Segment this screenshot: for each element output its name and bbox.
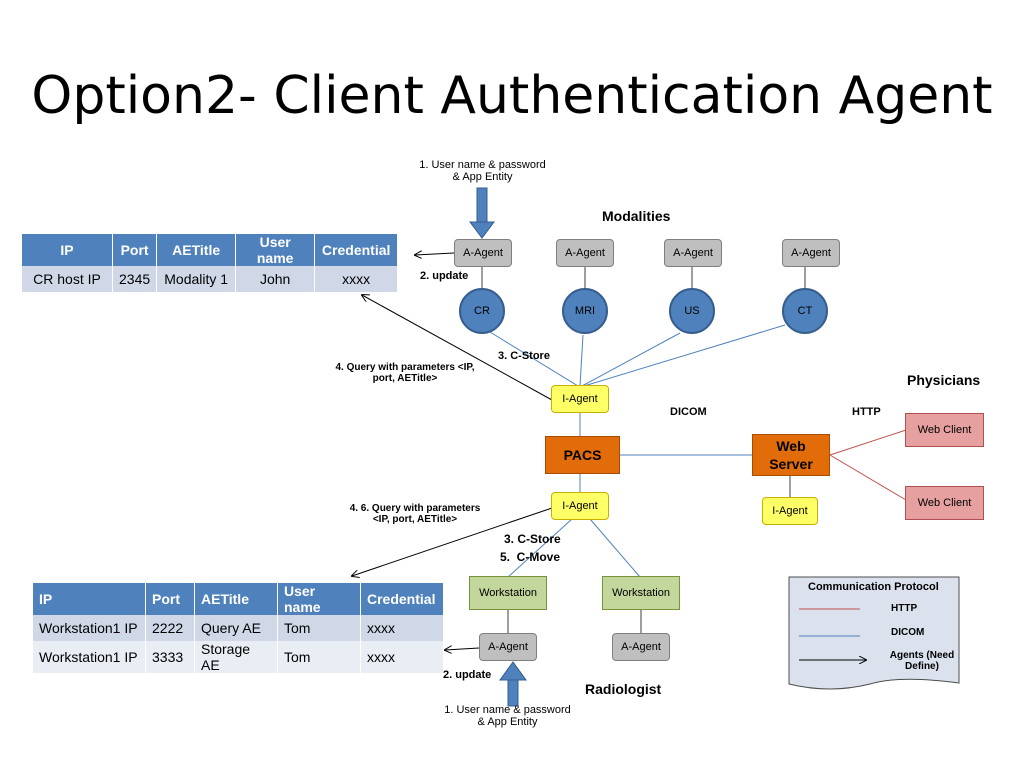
cell-username: Tom	[277, 615, 361, 641]
cell-ip: Workstation1 IP	[33, 641, 146, 673]
cmove-label-bottom: 5. C-Move	[500, 550, 561, 564]
cell-port: 2222	[145, 615, 195, 641]
dicom-iagent2-ws1	[507, 518, 573, 578]
modality-cr[interactable]: CR	[459, 288, 505, 334]
legend-shape	[788, 576, 960, 690]
table-header-row: IP Port AETitle User name Credential	[22, 234, 399, 266]
login-label-top-line1: 1. User name & password	[419, 159, 546, 171]
cell-ip: Workstation1 IP	[33, 615, 146, 641]
cell-aetitle: Storage AE	[194, 641, 278, 673]
legend-title: Communication Protocol	[808, 581, 939, 593]
http-webserver-client2	[829, 454, 907, 501]
a-agent-mri[interactable]: A-Agent	[556, 239, 614, 267]
http-webserver-client1	[829, 429, 907, 456]
dicom-iagent2-ws2	[589, 518, 641, 578]
login-label-bottom-line1: 1. User name & password	[444, 704, 571, 716]
web-client-2[interactable]: Web Client	[905, 486, 984, 520]
cell-credential: xxxx	[360, 641, 444, 673]
radiologist-heading: Radiologist	[585, 681, 662, 697]
arrow-query-top	[362, 295, 553, 401]
login-arrow-top	[469, 187, 495, 239]
column-header-port: Port	[145, 583, 195, 615]
physicians-heading: Physicians	[907, 372, 981, 388]
cstore-label-bottom: 3. C-Store	[504, 532, 561, 546]
query-label-bottom-line2: <IP, port, AETitle>	[372, 514, 458, 525]
login-label-bottom-line2: & App Entity	[477, 716, 538, 728]
cell-credential: xxxx	[360, 615, 444, 641]
table-row: Workstation1 IP 2222 Query AE Tom xxxx	[33, 615, 444, 641]
login-arrow-bottom	[499, 661, 527, 707]
query-label-bottom: 4. 6. Query with parameters <IP, port, A…	[320, 503, 510, 525]
a-agent-cr[interactable]: A-Agent	[454, 239, 512, 267]
dicom-ct-iagent	[583, 324, 786, 387]
query-label-top: 4. Query with parameters <IP, port, AETi…	[320, 362, 490, 384]
legend-agents-label-line2: Define)	[905, 661, 939, 672]
workstation-credential-table: IP Port AETitle User name Credential Wor…	[33, 583, 444, 673]
column-header-ip: IP	[33, 583, 146, 615]
modalities-heading: Modalities	[602, 208, 671, 224]
a-agent-us[interactable]: A-Agent	[664, 239, 722, 267]
column-header-credential: Credential	[314, 234, 399, 266]
a-agent-workstation-2[interactable]: A-Agent	[612, 633, 670, 661]
web-server-label-line2: Server	[769, 456, 813, 472]
update-label-top: 2. update	[420, 270, 469, 282]
modality-us[interactable]: US	[669, 288, 715, 334]
cell-ip: CR host IP	[22, 266, 113, 292]
arrow-query-bottom	[352, 507, 553, 576]
column-header-username: User name	[235, 234, 316, 266]
cell-port: 2345	[112, 266, 158, 292]
column-header-port: Port	[112, 234, 158, 266]
login-label-top-line2: & App Entity	[452, 171, 513, 183]
cell-aetitle: Query AE	[194, 615, 278, 641]
cell-username: Tom	[277, 641, 361, 673]
modality-credential-table: IP Port AETitle User name Credential CR …	[22, 234, 399, 292]
table-header-row: IP Port AETitle User name Credential	[33, 583, 444, 615]
cell-username: John	[235, 266, 316, 292]
dicom-label: DICOM	[670, 406, 707, 418]
web-server-node[interactable]: Web Server	[752, 434, 830, 476]
legend-agents-label: Agents (Need Define)	[882, 650, 962, 672]
workstation-2[interactable]: Workstation	[602, 576, 680, 610]
modality-ct[interactable]: CT	[782, 288, 828, 334]
dicom-cr-iagent	[489, 331, 579, 387]
legend-http-label: HTTP	[891, 603, 918, 614]
login-label-top: 1. User name & password & App Entity	[410, 159, 555, 183]
query-label-bottom-line1: 4. 6. Query with parameters	[349, 503, 481, 514]
column-header-credential: Credential	[360, 583, 444, 615]
web-server-label-line1: Web	[776, 438, 806, 454]
workstation-1[interactable]: Workstation	[469, 576, 547, 610]
cell-credential: xxxx	[314, 266, 399, 292]
page-title: Option2- Client Authentication Agent	[31, 66, 993, 126]
a-agent-workstation-1[interactable]: A-Agent	[479, 633, 537, 661]
cstore-label-top: 3. C-Store	[498, 350, 550, 362]
column-header-ip: IP	[22, 234, 113, 266]
web-client-1[interactable]: Web Client	[905, 413, 984, 447]
cell-aetitle: Modality 1	[156, 266, 237, 292]
i-agent-webserver[interactable]: I-Agent	[762, 497, 818, 525]
dicom-us-iagent	[581, 332, 681, 387]
legend-agents-label-line1: Agents (Need	[889, 650, 955, 661]
query-label-top-line1: 4. Query with parameters <IP,	[335, 362, 475, 373]
arrow-update-bottom	[445, 648, 480, 650]
i-agent-bottom[interactable]: I-Agent	[551, 492, 609, 520]
pacs-node[interactable]: PACS	[545, 436, 620, 474]
cell-port: 3333	[145, 641, 195, 673]
column-header-aetitle: AETitle	[156, 234, 237, 266]
http-label: HTTP	[852, 406, 881, 418]
query-label-top-line2: port, AETitle>	[372, 373, 438, 384]
arrow-update-top	[415, 253, 455, 255]
legend-dicom-label: DICOM	[891, 627, 925, 638]
table-row: CR host IP 2345 Modality 1 John xxxx	[22, 266, 399, 292]
login-label-bottom: 1. User name & password & App Entity	[435, 704, 580, 728]
column-header-aetitle: AETitle	[194, 583, 278, 615]
dicom-mri-iagent	[579, 334, 584, 387]
i-agent-top[interactable]: I-Agent	[551, 385, 609, 413]
table-row: Workstation1 IP 3333 Storage AE Tom xxxx	[33, 641, 444, 673]
modality-mri[interactable]: MRI	[562, 288, 608, 334]
column-header-username: User name	[277, 583, 361, 615]
a-agent-ct[interactable]: A-Agent	[782, 239, 840, 267]
update-label-bottom: 2. update	[443, 669, 492, 681]
